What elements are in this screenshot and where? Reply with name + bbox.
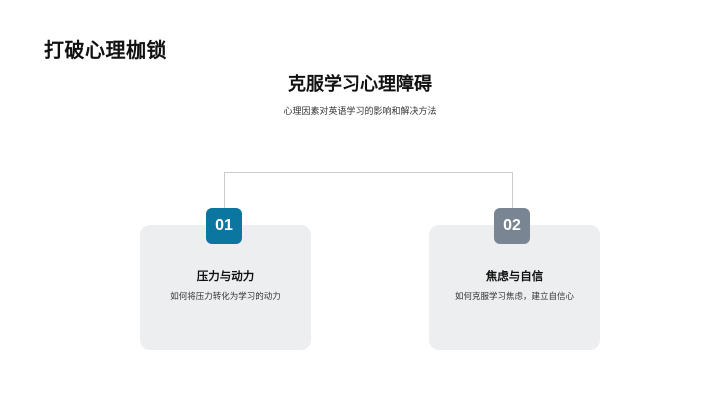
card-description: 如何将压力转化为学习的动力 [170, 292, 281, 302]
item-card-2: 焦虑与自信 如何克服学习焦虑，建立自信心 [429, 225, 600, 350]
connector-line [224, 172, 513, 208]
card-title: 焦虑与自信 [485, 269, 544, 283]
number-badge-1: 01 [206, 208, 242, 244]
number-badge-2: 02 [494, 208, 530, 244]
card-description: 如何克服学习焦虑，建立自信心 [454, 292, 574, 302]
item-card-1: 压力与动力 如何将压力转化为学习的动力 [140, 225, 311, 350]
subtitle: 心理因素对英语学习的影响和解决方法 [283, 107, 437, 117]
card-title: 压力与动力 [196, 269, 255, 283]
slide-title: 打破心理枷锁 [44, 38, 167, 62]
main-heading: 克服学习心理障碍 [288, 74, 432, 95]
